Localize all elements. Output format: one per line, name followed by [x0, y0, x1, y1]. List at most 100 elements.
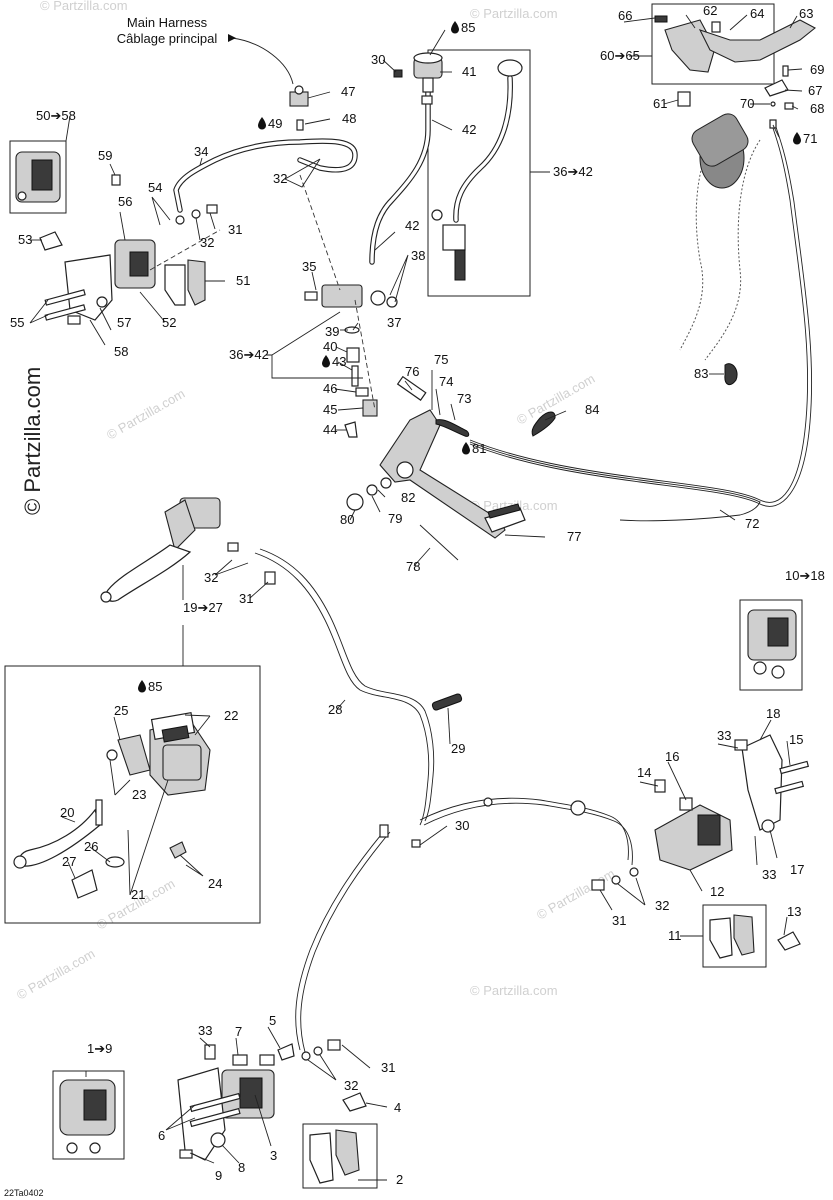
box-reservoir-36-42 [427, 49, 531, 297]
callout-c14: 14 [637, 765, 651, 780]
callout-c75: 75 [434, 352, 448, 367]
callout-c22: 22 [224, 708, 238, 723]
oil-drop-icon [793, 132, 801, 145]
callout-c1927: 19➔27 [183, 600, 223, 615]
oil-drop-icon [451, 21, 459, 34]
callout-c17: 17 [790, 862, 804, 877]
box-pads-2 [302, 1123, 378, 1189]
callout-c2: 2 [396, 1172, 403, 1187]
callout-c55: 55 [10, 315, 24, 330]
callout-c84: 84 [585, 402, 599, 417]
axis-line-3 [149, 229, 221, 271]
watermark-side-partzilla: © Partzilla.com [20, 367, 45, 515]
handlebar-outline [679, 113, 761, 361]
callout-c77: 77 [567, 529, 581, 544]
callout-c64: 64 [750, 6, 764, 21]
callout-c53: 53 [18, 232, 32, 247]
callout-c6: 6 [158, 1128, 165, 1143]
watermark-lower-left: © Partzilla.com [94, 876, 177, 933]
callout-c71: 71 [803, 131, 817, 146]
parts [13, 15, 816, 1184]
callout-c11: 11 [668, 928, 682, 943]
callout-c32e: 32 [344, 1078, 358, 1093]
callout-c61: 61 [653, 96, 667, 111]
callout-c47: 47 [341, 84, 355, 99]
callout-c56: 56 [118, 194, 132, 209]
callout-c83: 83 [694, 366, 708, 381]
callout-c7: 7 [235, 1024, 242, 1039]
callout-c31c: 31 [612, 913, 626, 928]
callout-c72: 72 [745, 516, 759, 531]
callout-c85a: 85 [461, 20, 475, 35]
callout-c34: 34 [194, 144, 208, 159]
callout-c63: 63 [799, 6, 813, 21]
callout-c31a: 31 [228, 222, 242, 237]
callout-c9: 9 [215, 1168, 222, 1183]
callout-c80: 80 [340, 512, 354, 527]
callout-c3642a: 36➔42 [553, 164, 593, 179]
oil-drop-icon [322, 355, 330, 368]
callout-c32d: 32 [655, 898, 669, 913]
watermark-top-mid: © Partzilla.com [470, 6, 558, 21]
watermark-mid-right: © Partzilla.com [514, 371, 597, 428]
box-caliper-10-18 [739, 599, 803, 691]
callout-c33b: 33 [762, 867, 776, 882]
callout-c73: 73 [457, 391, 471, 406]
oil-drop-icon [258, 117, 266, 130]
callout-c33a: 33 [717, 728, 731, 743]
watermark-bottom-left: © Partzilla.com [14, 946, 97, 1003]
callout-c48: 48 [342, 111, 356, 126]
callout-c43: 43 [332, 354, 346, 369]
callout-c38: 38 [411, 248, 425, 263]
callout-c44: 44 [323, 422, 337, 437]
callout-c18: 18 [766, 706, 780, 721]
callout-c31d: 31 [381, 1060, 395, 1075]
callout-c57: 57 [117, 315, 131, 330]
drawing-code: 22Ta0402 [4, 1188, 44, 1198]
callout-c37: 37 [387, 315, 401, 330]
arrow-icon [228, 34, 236, 42]
callout-c19: 1➔9 [87, 1041, 112, 1056]
callout-c62: 62 [703, 3, 717, 18]
callout-c35: 35 [302, 259, 316, 274]
callout-c1018: 10➔18 [785, 568, 825, 583]
callout-c6065: 60➔65 [600, 48, 640, 63]
watermark-top-left: © Partzilla.com [40, 0, 128, 13]
watermark-lower-right: © Partzilla.com [534, 866, 617, 923]
callout-c39: 39 [325, 324, 339, 339]
callout-c54: 54 [148, 180, 162, 195]
callout-c29: 29 [451, 741, 465, 756]
callout-c41: 41 [462, 64, 476, 79]
box-master-cylinder-19-27 [4, 665, 261, 924]
callout-c4: 4 [394, 1100, 401, 1115]
callout-c58: 58 [114, 344, 128, 359]
callout-c51: 51 [236, 273, 250, 288]
callout-c5058: 50➔58 [36, 108, 76, 123]
callout-c59: 59 [98, 148, 112, 163]
callout-c42a: 42 [462, 122, 476, 137]
callout-c3: 3 [270, 1148, 277, 1163]
callout-c26: 26 [84, 839, 98, 854]
box-caliper-1-9 [52, 1070, 125, 1160]
callout-c12: 12 [710, 884, 724, 899]
harness-arrow [231, 37, 294, 85]
callout-c31b: 31 [239, 591, 253, 606]
box-caliper-50-58 [9, 140, 67, 214]
callout-c69: 69 [810, 62, 824, 77]
brake-lines [173, 75, 813, 1053]
callout-c28: 28 [328, 702, 342, 717]
callout-c27: 27 [62, 854, 76, 869]
callout-c8: 8 [238, 1160, 245, 1175]
callout-c16: 16 [665, 749, 679, 764]
leader-lines [29, 14, 803, 1181]
oil-drop-icon [462, 442, 470, 455]
callout-c25: 25 [114, 703, 128, 718]
callout-c32a: 32 [273, 171, 287, 186]
callout-c81: 81 [472, 441, 486, 456]
callout-c45: 45 [323, 402, 337, 417]
axis-line-2 [354, 299, 376, 411]
axis-line-1 [299, 174, 341, 291]
callout-c32c: 32 [204, 570, 218, 585]
